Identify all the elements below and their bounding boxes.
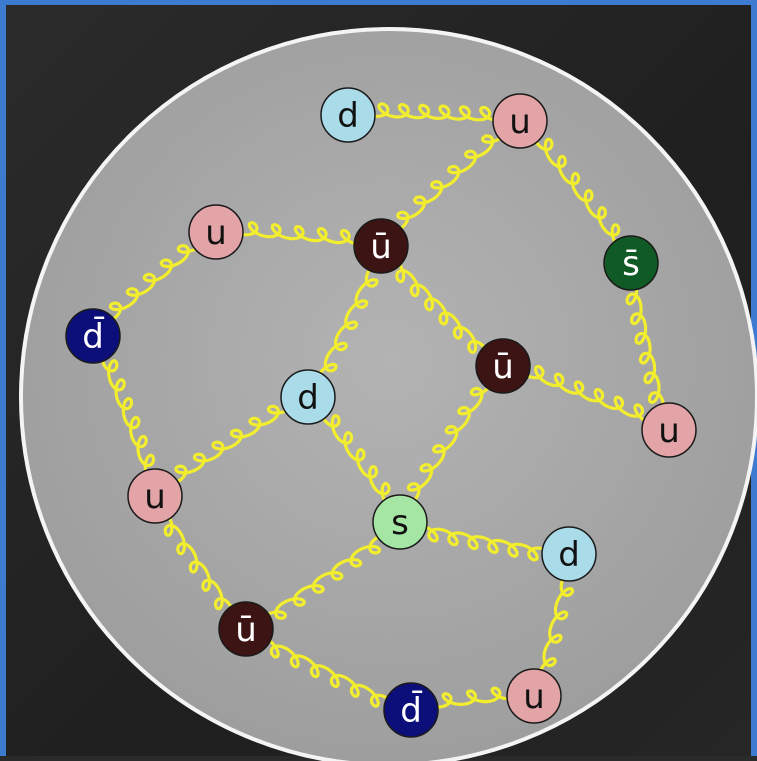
particle-label: u xyxy=(509,102,531,142)
particle-dbar1: d̄ xyxy=(66,309,120,363)
hadron-boundary-circle xyxy=(21,29,757,761)
particle-label: ū xyxy=(492,347,514,387)
particle-u5: u xyxy=(507,669,561,723)
particle-u2: u xyxy=(189,205,243,259)
particle-label: ū xyxy=(370,227,392,267)
particle-ubar3: ū xyxy=(219,602,273,656)
particle-ubar2: ū xyxy=(476,339,530,393)
hadron-diagram: d u u ū s̄ d̄ ū d u u s d ū d̄ u xyxy=(6,5,757,761)
particle-u3: u xyxy=(642,403,696,457)
particle-label: s xyxy=(391,503,409,543)
particle-label: s̄ xyxy=(622,244,640,284)
particle-d2: d xyxy=(281,370,335,424)
particle-label: d xyxy=(337,96,359,136)
particle-ubar1: ū xyxy=(354,219,408,273)
particle-label: u xyxy=(658,411,680,451)
particle-label: d xyxy=(297,378,319,418)
particle-label: d̄ xyxy=(82,316,104,357)
particle-u4: u xyxy=(128,469,182,523)
particle-label: u xyxy=(205,213,227,253)
particle-d1: d xyxy=(321,88,375,142)
particle-label: u xyxy=(144,477,166,517)
particle-sbar1: s̄ xyxy=(604,236,658,290)
particle-label: ū xyxy=(235,610,257,650)
particle-label: d̄ xyxy=(400,690,422,731)
particle-d3: d xyxy=(542,527,596,581)
particle-s1: s xyxy=(373,495,427,549)
particle-label: u xyxy=(523,677,545,717)
particle-u1: u xyxy=(493,94,547,148)
particle-dbar2: d̄ xyxy=(384,683,438,737)
particle-label: d xyxy=(558,535,580,575)
